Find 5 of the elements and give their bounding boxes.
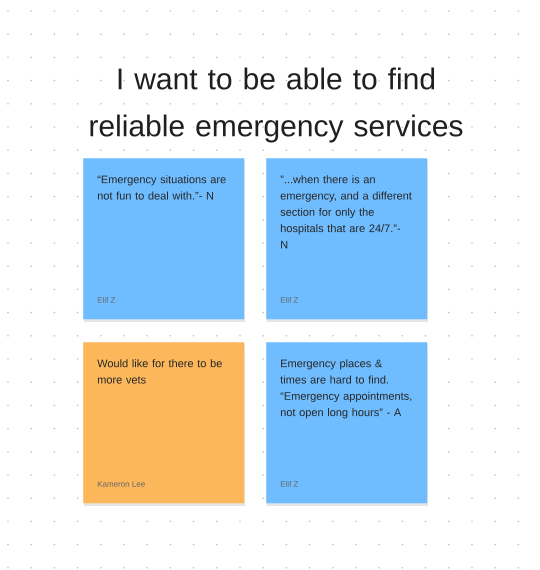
sticky-note: Would like for there to be more vets Kameron Lee: [83, 342, 245, 506]
title: I want to be able to find reliable emergency services: [90, 68, 462, 142]
sticky-note: ”...when there is an emergency, and a different section for only the hospitals that are 24/7.”- N Elif Z: [266, 158, 428, 322]
sticky-note: Emergency places & times are hard to find. “Emergency appointments, not open long hours” - A Elif Z: [266, 342, 428, 506]
sticky-note: “Emergency situations are not fun to deal with.”- N Elif Z: [83, 158, 245, 322]
